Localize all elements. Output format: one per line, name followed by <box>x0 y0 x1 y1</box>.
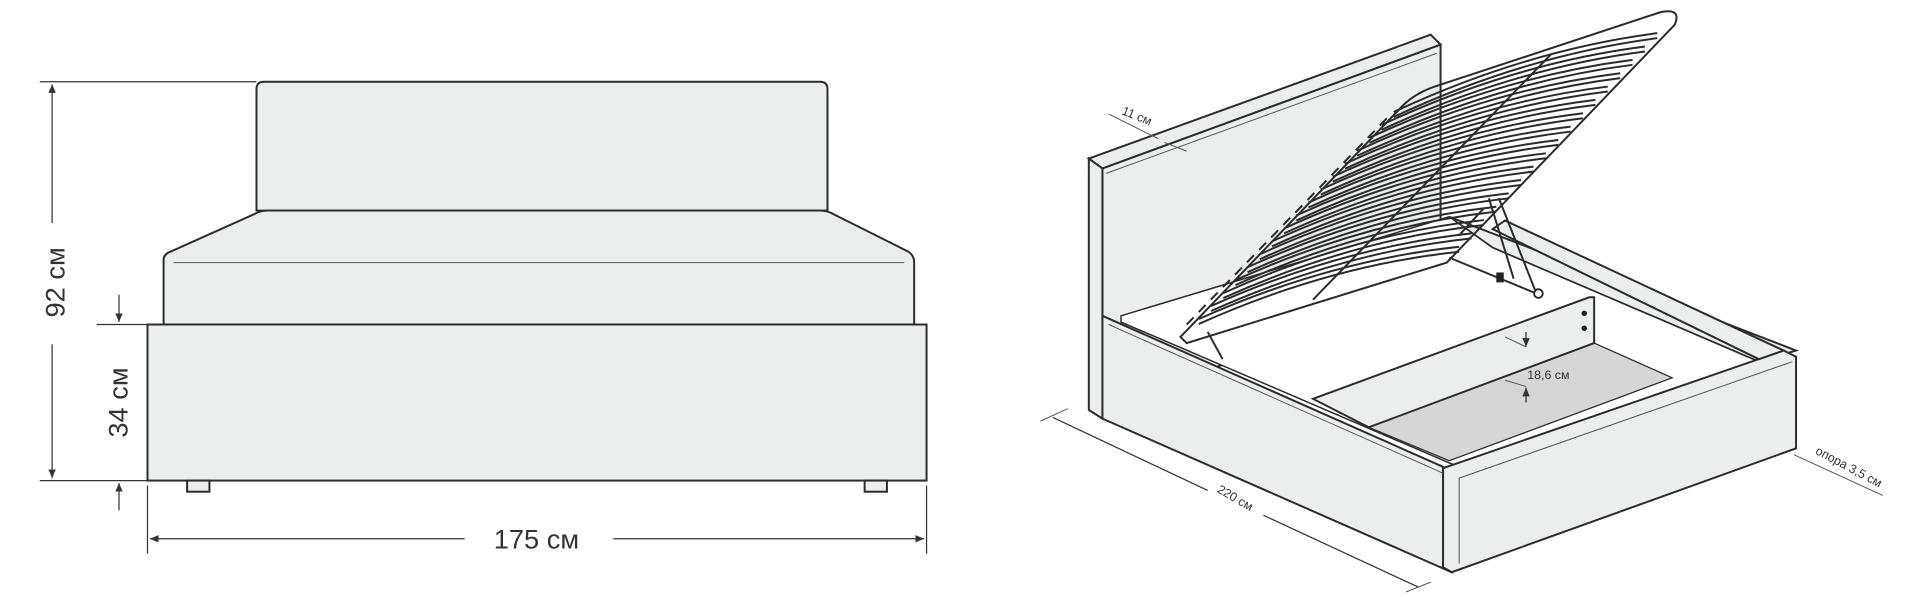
slat <box>1271 170 1534 248</box>
headboard <box>255 80 829 212</box>
slat <box>1320 117 1584 196</box>
slat <box>1295 138 1559 217</box>
height-base-label: 34 см <box>103 367 134 437</box>
slat <box>1368 63 1633 144</box>
slat <box>1259 183 1522 261</box>
slat <box>1234 210 1497 287</box>
slat <box>1210 232 1472 307</box>
foot-right <box>863 479 888 493</box>
bed-base <box>146 323 928 482</box>
divider-board <box>1310 296 1596 429</box>
slat <box>1393 32 1658 113</box>
storage-depth-dimension: 18,6 см <box>1504 331 1570 403</box>
length-label: 220 см <box>1215 482 1256 514</box>
headboard-thickness-label: 11 см <box>1120 104 1154 129</box>
slat <box>1308 125 1571 204</box>
slat <box>1320 112 1584 191</box>
slat <box>1295 143 1559 222</box>
slat <box>1234 205 1497 282</box>
support-label: опора 3,5 см <box>1813 444 1884 491</box>
slat <box>1356 72 1621 152</box>
width-label: 175 см <box>494 524 579 555</box>
slat-frame <box>1179 10 1678 345</box>
slat <box>1356 77 1621 157</box>
storage-depth-label: 18,6 см <box>1527 368 1569 382</box>
slat <box>1222 219 1485 295</box>
slat <box>1344 85 1608 165</box>
slat <box>1368 58 1633 139</box>
support-dimension: опора 3,5 см <box>1793 444 1884 496</box>
height-total-label: 92 см <box>40 247 71 317</box>
base-height-dimension: 34 см <box>103 294 134 511</box>
slat <box>1283 152 1546 230</box>
slat <box>1271 165 1534 243</box>
gas-lift-mechanism <box>1206 197 1544 360</box>
slat <box>1247 192 1509 269</box>
slat <box>1332 103 1596 183</box>
foot-left <box>186 479 211 493</box>
slat-holders <box>1185 113 1392 326</box>
slat <box>1393 37 1658 118</box>
width-dimension: 175 см <box>146 485 928 555</box>
slat <box>1259 179 1522 256</box>
slat <box>1308 130 1571 209</box>
slat <box>1210 237 1472 312</box>
slat <box>1381 50 1646 131</box>
slat <box>1344 90 1608 170</box>
slat-frame-middle-rail <box>1312 53 1552 301</box>
slatted-base <box>1198 32 1658 325</box>
slat <box>1332 98 1596 178</box>
headboard-side <box>1087 156 1104 421</box>
slat <box>1247 197 1509 274</box>
mattress <box>162 209 916 326</box>
slat <box>1222 224 1485 299</box>
slat <box>1381 45 1646 126</box>
slat <box>1198 250 1460 325</box>
front-view: 92 см 34 см 175 см <box>40 80 928 555</box>
height-dimension: 92 см <box>40 81 257 482</box>
slat <box>1198 245 1460 320</box>
slat <box>1283 157 1546 235</box>
iso-view: 18,6 см 11 см <box>1040 10 1884 593</box>
